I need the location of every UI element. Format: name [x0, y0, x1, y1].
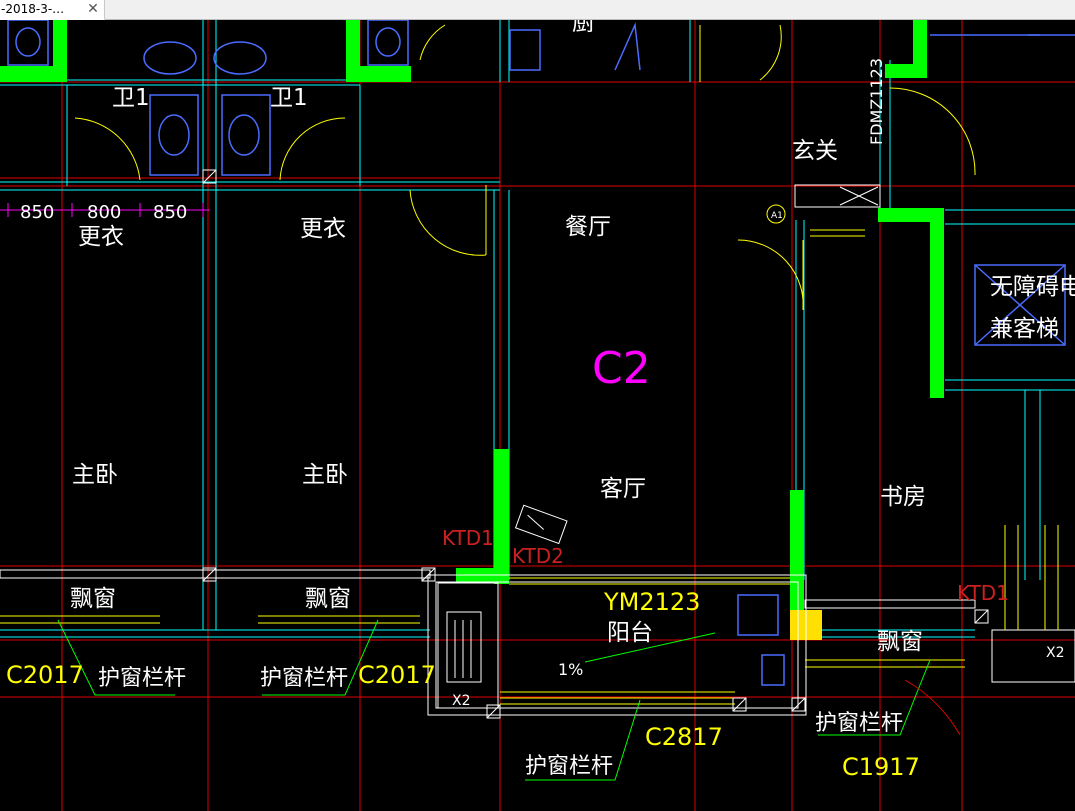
room-label-elevator-2: 兼客梯 [990, 316, 1059, 342]
tag-c1917: C1917 [842, 753, 920, 781]
tag-ym2123: YM2123 [603, 588, 700, 616]
tag-a1: A1 [771, 211, 783, 221]
room-label-zhuwo-left: 主卧 [72, 462, 118, 488]
partition-lines [0, 184, 1075, 716]
room-label-piaochuang-left: 飘窗 [70, 586, 116, 612]
column-hatches [202, 169, 989, 719]
dim-text-3: 850 [153, 202, 187, 223]
door-tag-fdm: FDMZ1123 [867, 58, 886, 145]
window-and-door-lines [0, 24, 1059, 705]
room-label-yigen-right: 更衣 [300, 216, 346, 242]
axis-lines [0, 20, 1075, 811]
railing-label-2: 护窗栏杆 [260, 666, 348, 691]
close-icon[interactable]: ✕ [87, 1, 99, 17]
wall-cabinet-icon [514, 504, 568, 545]
area-tag-c2: C2 [592, 343, 651, 394]
door-arc-red [904, 679, 961, 736]
room-label-canting: 餐厅 [565, 214, 611, 240]
a1-marker [766, 204, 786, 224]
railing-label-3: 护窗栏杆 [525, 754, 613, 779]
dimension-lines [0, 203, 210, 217]
dim-text-1: 850 [20, 202, 54, 223]
room-label-yangtai: 阳台 [607, 620, 653, 646]
room-label-piaochuang-mid: 飘窗 [305, 586, 351, 612]
room-label-wei-right: 卫1 [270, 85, 308, 111]
room-label-kitchen-top: 厨 [572, 20, 595, 36]
tag-x2-right: X2 [1046, 645, 1065, 661]
railing-label-1: 护窗栏杆 [98, 666, 186, 691]
tab-bar: -2018-3-… ✕ [0, 0, 1075, 20]
cad-drawing-canvas[interactable]: 850 800 850 卫1 卫1 更衣 更衣 餐厅 玄关 无障碍电 兼客梯 主… [0, 20, 1075, 811]
railing-labels: 护窗栏杆 护窗栏杆 护窗栏杆 护窗栏杆 [98, 666, 903, 779]
room-label-xuanguan: 玄关 [792, 138, 838, 164]
tag-x2-left: X2 [452, 693, 471, 709]
room-label-elevator-1: 无障碍电 [990, 274, 1075, 300]
tag-c2817: C2817 [645, 723, 723, 751]
structural-walls [0, 20, 944, 610]
tag-ktd1-left: KTD1 [442, 526, 494, 550]
dimension-texts: 850 800 850 [20, 202, 187, 223]
room-label-zhuwo-right: 主卧 [302, 462, 348, 488]
room-label-wei-left: 卫1 [112, 85, 150, 111]
railing-label-4: 护窗栏杆 [815, 711, 903, 736]
tag-c2017-left: C2017 [6, 661, 84, 689]
tag-slope: 1% [558, 660, 583, 679]
yellow-tags: YM2123 C2017 C2017 C2817 C1917 [6, 588, 920, 781]
leader-lines [57, 619, 931, 781]
room-labels: 卫1 卫1 更衣 更衣 餐厅 玄关 无障碍电 兼客梯 主卧 主卧 客厅 书房 阳… [70, 20, 1075, 655]
tag-c2017-right: C2017 [358, 661, 436, 689]
tag-ktd2: KTD2 [512, 544, 564, 568]
room-label-piaochuang-right: 飘窗 [877, 629, 923, 655]
room-label-keting: 客厅 [600, 476, 646, 502]
drawing-tab[interactable]: -2018-3-… ✕ [0, 0, 105, 20]
room-label-shufang: 书房 [880, 484, 926, 510]
red-tags: KTD1 KTD2 KTD1 [442, 526, 1009, 605]
drawing-tab-title: -2018-3-… [1, 2, 65, 16]
tag-ktd1-right: KTD1 [957, 581, 1009, 605]
dim-text-2: 800 [87, 202, 121, 223]
room-label-yigen-left: 更衣 [78, 224, 124, 250]
sanitary-fixtures [7, 20, 1075, 686]
